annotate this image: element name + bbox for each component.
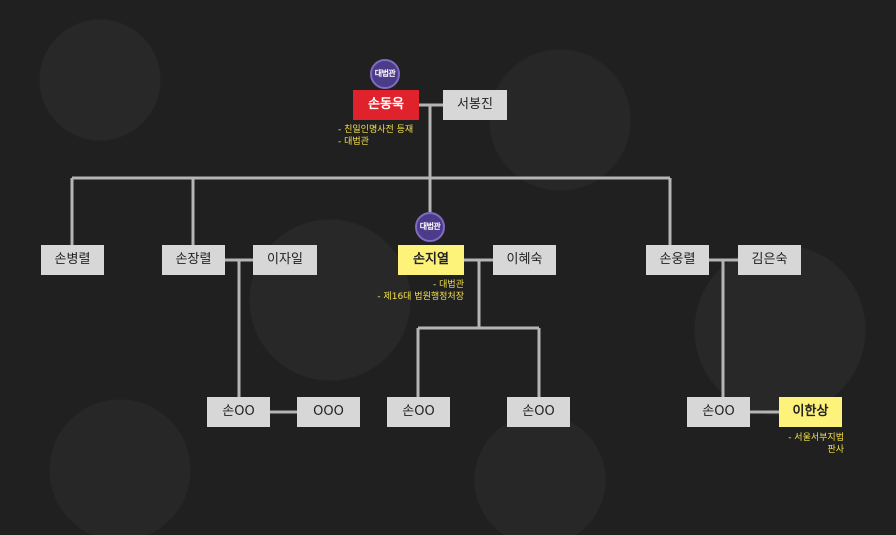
grandchild4-spouse-notes: - 서울서부지법 판사 [788,433,844,455]
person-child3: 손지열 [398,245,464,275]
person-grandchild3: 손OO [507,397,570,427]
person-child4: 손웅렬 [646,245,709,275]
person-grandchild1-spouse: OOO [297,397,360,427]
supreme-justice-badge-icon: 대법관 [370,59,400,89]
person-child2-spouse: 이자일 [253,245,317,275]
person-child4-spouse: 김은숙 [738,245,801,275]
person-child2: 손장렬 [162,245,225,275]
person-root-spouse: 서봉진 [443,90,507,120]
person-child1: 손병렬 [41,245,104,275]
person-root: 손동욱 [353,90,419,120]
person-child3-spouse: 이혜숙 [493,245,556,275]
child3-notes: - 대법관 - 제16대 법원행정처장 [377,280,464,302]
root-notes: - 친일인명사전 등재 - 대법관 [338,125,414,147]
person-grandchild2: 손OO [387,397,450,427]
person-grandchild4: 손OO [687,397,750,427]
supreme-justice-badge-icon: 대법관 [415,212,445,242]
person-grandchild4-spouse: 이한상 [779,397,842,427]
person-grandchild1: 손OO [207,397,270,427]
